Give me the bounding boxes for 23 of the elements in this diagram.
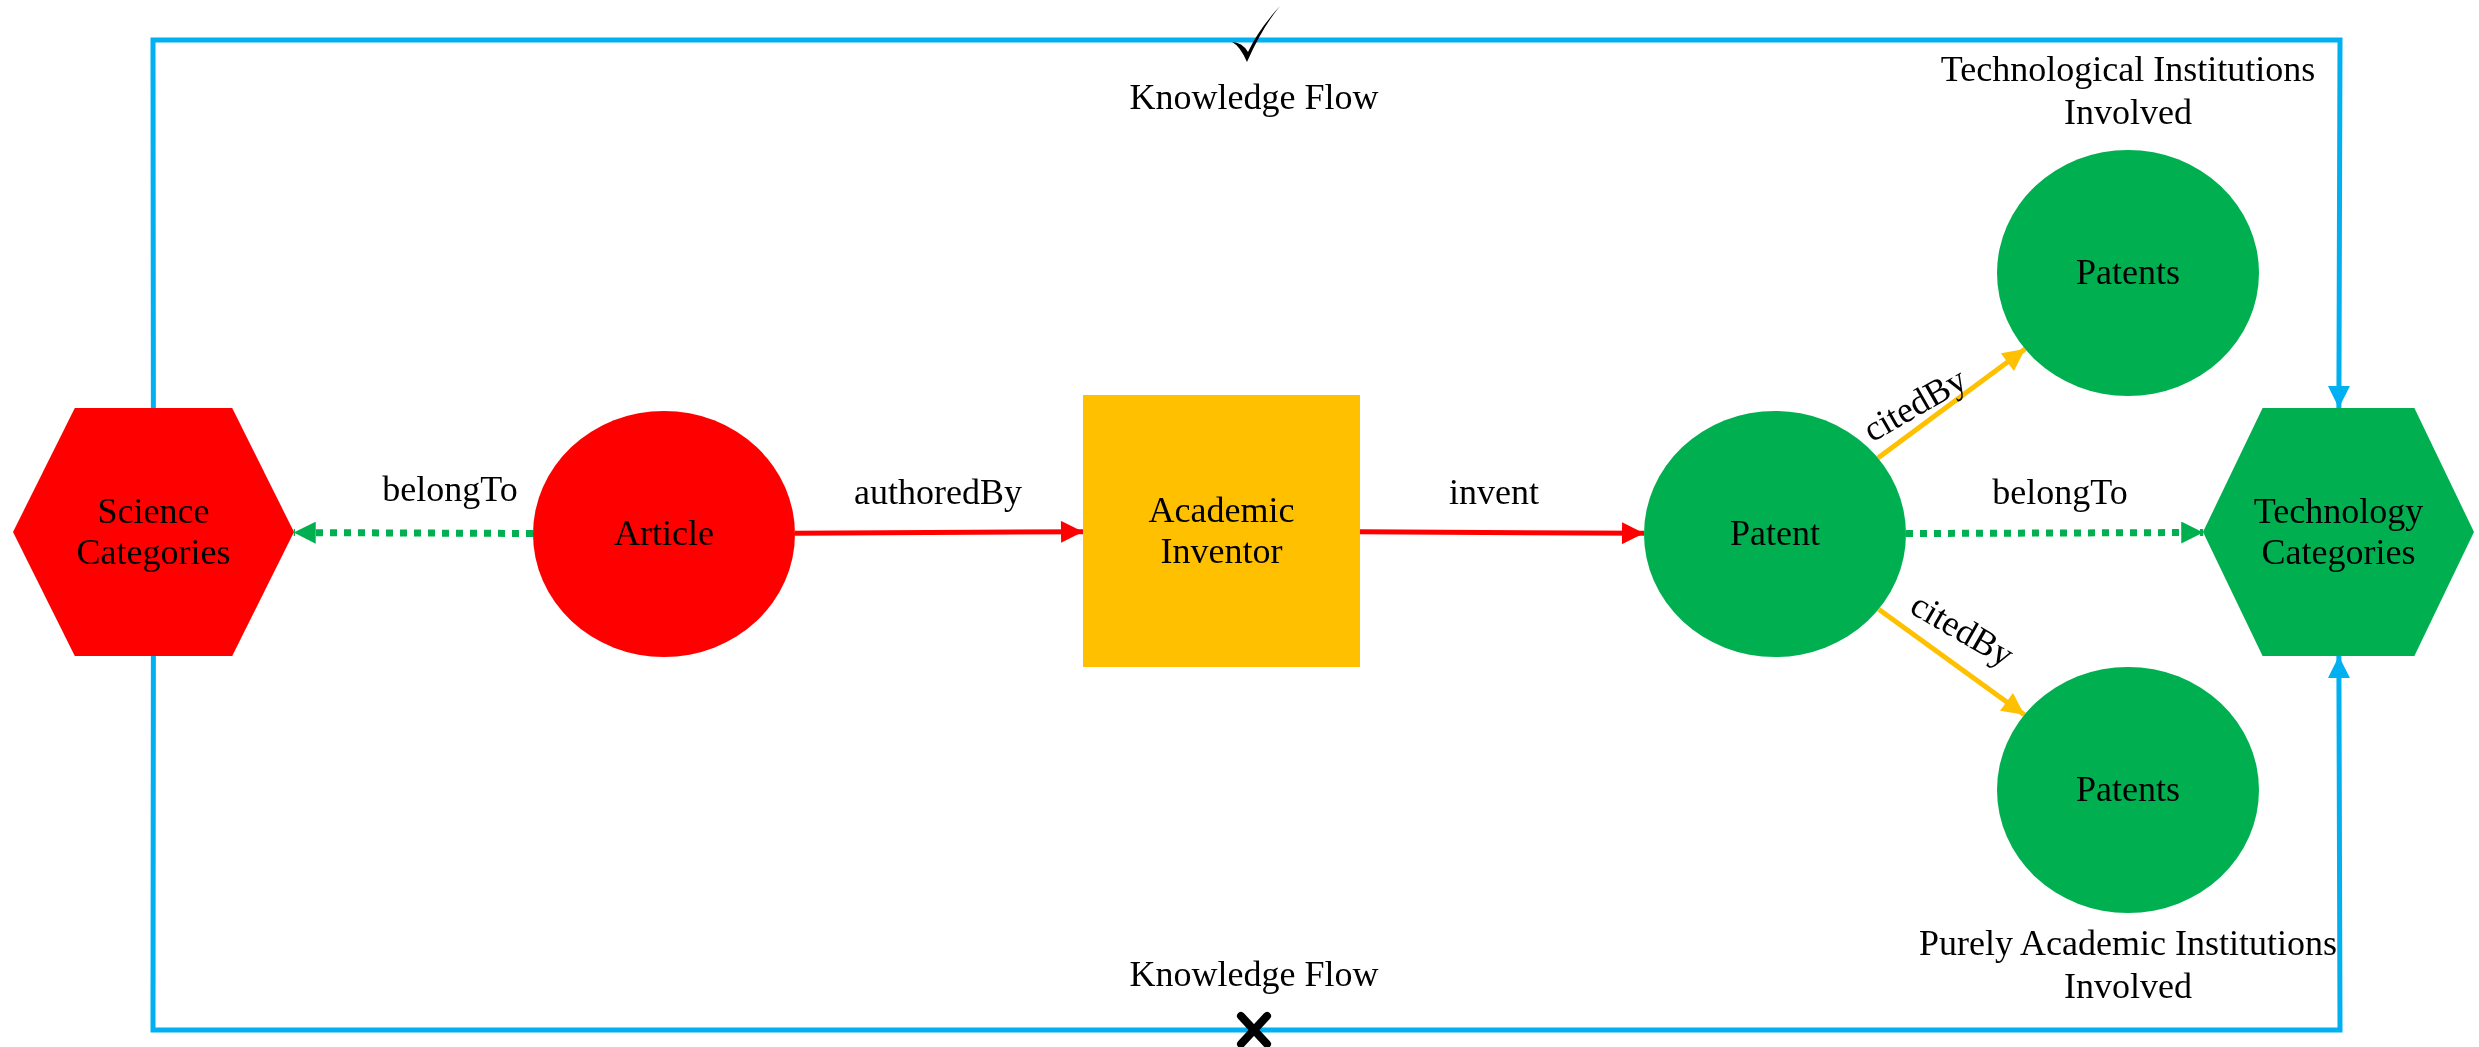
node-label: Academic Inventor [1147, 489, 1296, 573]
node-label: Technology Categories [2252, 490, 2425, 574]
node-label: Science Categories [75, 490, 232, 574]
arrow [1877, 607, 2026, 717]
node-label: Patent [1730, 513, 1820, 555]
node-label: Patents [2076, 252, 2180, 294]
arrow [1876, 347, 2027, 460]
arrow [1360, 522, 1644, 545]
arrow [795, 520, 1083, 543]
caption-text: Technological Institutions Involved [1939, 48, 2317, 135]
arrow [150, 656, 2350, 1033]
arrow [150, 37, 2350, 408]
arrow [293, 521, 533, 544]
caption-text: Purely Academic Institutions Involved [1918, 922, 2338, 1009]
patents-circle [1997, 667, 2259, 913]
patents-circle [1997, 150, 2259, 396]
science-category-hexagon [13, 408, 294, 656]
inventor-box [1083, 395, 1360, 667]
arrow [1905, 521, 2204, 544]
technology-category-hexagon [2203, 408, 2474, 656]
node-label: Patents [2076, 769, 2180, 811]
article-circle [533, 411, 795, 657]
node-label: Article [614, 513, 714, 555]
